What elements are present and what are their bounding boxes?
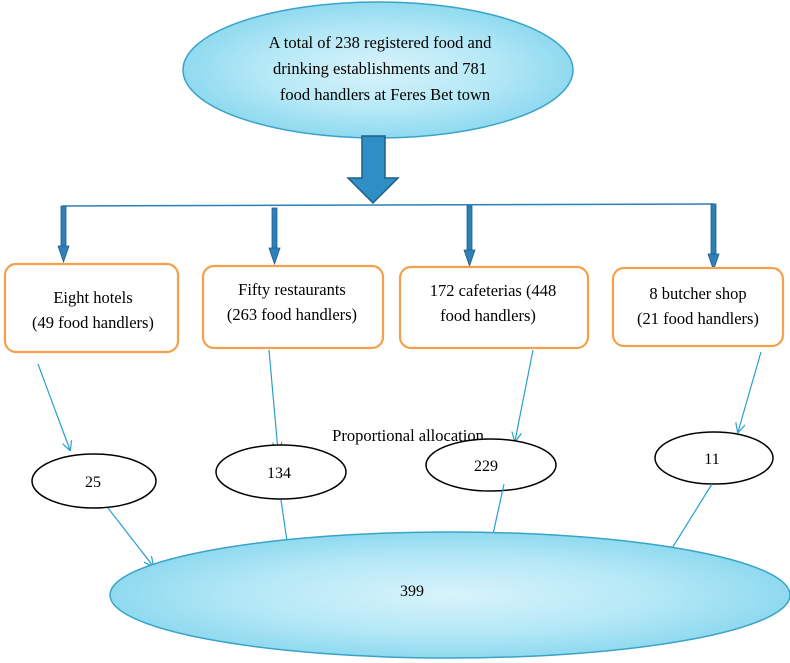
sample-value: 25 [85,474,101,491]
category-box-restaurants: Fifty restaurants (263 food handlers) [201,264,385,350]
category-line-1: 8 butcher shop [649,284,746,303]
branch-arrow-restaurants [268,207,281,266]
population-node: A total of 238 registered food and drink… [182,1,574,139]
category-line-2: food handlers) [440,306,536,325]
population-line-3: food handlers at Feres Bet town [280,85,490,104]
sample-value: 11 [704,451,719,468]
total-node: 399 [109,531,790,659]
connector-arrows-upper [37,349,762,451]
category-box-hotels: Eight hotels (49 food handlers) [3,262,180,354]
category-line-1: Eight hotels [53,288,132,307]
category-line-1: Fifty restaurants [238,280,346,299]
sample-value: 229 [474,458,498,475]
sample-oval-hotels: 25 [31,453,157,509]
population-line-1: A total of 238 registered food and [269,33,492,52]
arrow-restaurants-to-sample [268,349,278,451]
branch-arrow-hotels [57,205,70,264]
allocation-label: Proportional allocation [332,426,484,445]
category-line-2: (263 food handlers) [227,305,357,324]
category-box-cafeterias: 172 cafeterias (448 food handlers) [398,265,590,350]
main-down-arrow [346,135,400,205]
branch-arrow-butcher [707,203,720,272]
population-line-2: drinking establishments and 781 [273,59,487,78]
total-value: 399 [400,583,424,600]
sample-oval-restaurants: 134 [215,444,347,500]
category-line-2: (49 food handlers) [32,313,154,332]
category-box-butcher: 8 butcher shop (21 food handlers) [611,266,785,348]
arrow-butcher-to-sample [738,351,762,432]
sample-oval-cafeterias: 229 [425,438,557,492]
branch-arrow-cafeterias [463,205,476,268]
arrow-cafeterias-to-sample [515,349,534,441]
category-line-1: 172 cafeterias (448 [430,281,556,300]
arrow-hotels-to-sample [37,363,70,450]
sample-value: 134 [267,465,291,482]
category-line-2: (21 food handlers) [637,309,759,328]
branch-line [62,203,715,207]
sample-oval-butcher: 11 [654,431,774,485]
arrow-hotels-to-total [107,507,153,566]
